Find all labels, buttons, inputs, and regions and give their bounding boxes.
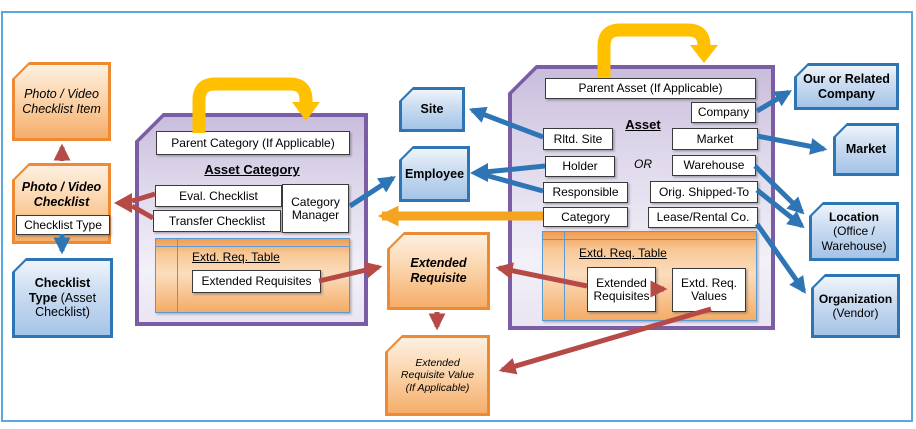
asset-category-title: Asset Category [204, 162, 300, 177]
checklist-type-node: Checklist Type (Asset Checklist) [12, 258, 113, 338]
parent-category-field: Parent Category (If Applicable) [156, 131, 350, 155]
company-field: Company [691, 102, 756, 123]
table-grid-line [564, 232, 565, 320]
node-label: Organization [818, 291, 893, 306]
category-manager-field: Category Manager [282, 184, 349, 233]
warehouse-field: Warehouse [672, 155, 756, 176]
node-label: Market [845, 142, 887, 157]
extended-requisite-node: Extended Requisite [387, 232, 490, 310]
market-node: Market [833, 123, 899, 176]
rltd-site-field: Rltd. Site [543, 128, 613, 150]
photo-video-checklist-item-node: Photo / Video Checklist Item [12, 62, 111, 141]
orig-shipped-to-field: Orig. Shipped-To [650, 181, 758, 203]
market-field: Market [672, 128, 758, 150]
outer-frame [1, 11, 913, 422]
employee-node: Employee [399, 146, 470, 202]
table-grid-line [156, 246, 349, 247]
node-label: Checklist Type [28, 275, 91, 305]
node-label: Location [829, 210, 879, 225]
parent-asset-field: Parent Asset (If Applicable) [545, 78, 756, 99]
node-label: Our or Related Company [803, 71, 890, 101]
responsible-field: Responsible [543, 182, 628, 203]
holder-field: Holder [545, 156, 615, 177]
category-field: Category [543, 207, 628, 227]
or-text: OR [634, 157, 652, 171]
extended-requisites-field: Extended Requisites [587, 267, 656, 312]
table-grid-line [543, 239, 756, 240]
extended-requisites-field: Extended Requisites [192, 270, 321, 293]
node-label-secondary: (Office / Warehouse) [821, 224, 887, 253]
extended-requisite-value-node: Extended Requisite Value (If Applicable) [385, 335, 490, 416]
lease-rental-field: Lease/Rental Co. [648, 207, 758, 228]
table-grid-line [177, 239, 178, 312]
asset-title: Asset [625, 117, 661, 132]
checklist-type-field: Checklist Type [16, 215, 110, 235]
ext-req-table-title: Extd. Req. Table [192, 250, 280, 264]
node-label-secondary: (Vendor) [832, 306, 879, 320]
ext-req-table-title: Extd. Req. Table [579, 246, 667, 260]
organization-node: Organization (Vendor) [811, 274, 900, 338]
our-or-related-company-node: Our or Related Company [794, 63, 899, 110]
location-node: Location (Office / Warehouse) [809, 202, 899, 261]
node-label: Photo / Video Checklist Item [22, 86, 101, 116]
node-label: Extended Requisite Value (If Applicable) [400, 356, 475, 394]
site-node: Site [399, 87, 465, 132]
node-label-secondary: (Asset Checklist) [35, 290, 97, 320]
node-label: Photo / Video Checklist [21, 180, 102, 209]
node-label: Extended Requisite [410, 256, 467, 285]
transfer-checklist-field: Transfer Checklist [153, 210, 281, 232]
node-label: Site [420, 102, 444, 117]
extd-req-values-field: Extd. Req. Values [672, 268, 746, 312]
eval-checklist-field: Eval. Checklist [155, 185, 282, 207]
node-label: Employee [404, 166, 465, 181]
